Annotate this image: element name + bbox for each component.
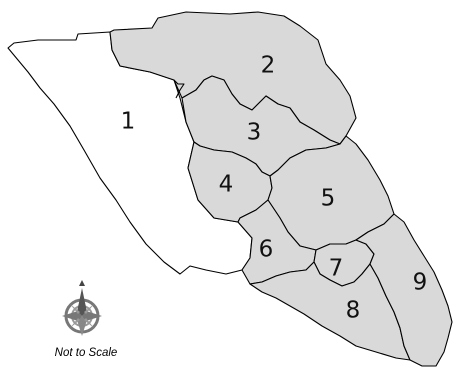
coastal-inlet [173, 79, 185, 99]
district-label-5: 5 [321, 186, 336, 212]
district-label-4: 4 [219, 172, 234, 198]
district-9-area[interactable] [355, 213, 453, 367]
district-label-6: 6 [259, 237, 274, 263]
district-label-2: 2 [261, 53, 276, 79]
district-label-9: 9 [413, 270, 428, 296]
district-label-3: 3 [247, 120, 262, 146]
scale-note: Not to Scale [55, 347, 118, 359]
compass-rose-icon [62, 280, 102, 336]
district-label-8: 8 [346, 298, 361, 324]
district-label-7: 7 [329, 256, 344, 282]
district-label-1: 1 [121, 109, 136, 135]
